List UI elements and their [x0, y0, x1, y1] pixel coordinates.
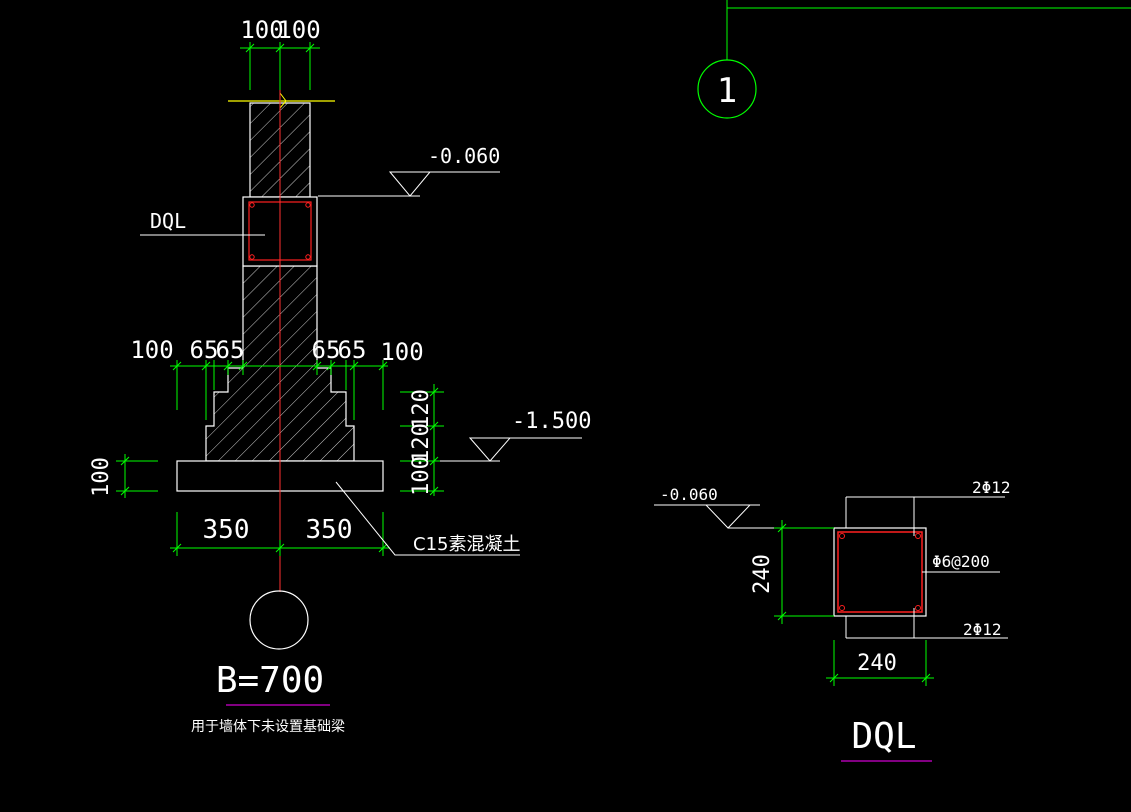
dim-base-left: 350 — [203, 515, 250, 545]
dim-base — [170, 512, 390, 556]
dim-width-label: 240 — [857, 651, 897, 676]
grid-axis-number: 1 — [717, 71, 737, 111]
section-bubble — [249, 590, 309, 650]
dim-top-left: 100 — [240, 16, 283, 44]
elev-bottom-label: -1.500 — [512, 409, 591, 434]
dim-vert-3: 100 — [409, 456, 434, 496]
break-mark — [279, 92, 287, 109]
bottom-bars-label: 2Φ12 — [963, 620, 1002, 639]
footing-section — [176, 50, 384, 650]
rebar-dot — [305, 202, 311, 208]
material-leader — [335, 481, 520, 556]
dim-height-label: 240 — [750, 554, 775, 594]
grid-bubble — [697, 59, 757, 119]
material-label: C15素混凝土 — [413, 534, 520, 555]
dim-step-left-3: 65 — [216, 336, 245, 364]
elev-marker-top — [318, 171, 500, 197]
beam-tag: DQL — [150, 209, 186, 233]
rebar-dot — [249, 254, 255, 260]
dim-step-left-1: 100 — [130, 336, 173, 364]
rebar-dot — [839, 533, 845, 539]
detail-title: DQL — [851, 716, 916, 757]
dim-height — [774, 520, 834, 624]
rebar-dot — [249, 202, 255, 208]
dim-step-right-3: 100 — [380, 338, 423, 366]
dim-step-left-2: 65 — [190, 336, 219, 364]
elev-marker-right — [654, 504, 834, 529]
elev-top-label: -0.060 — [428, 144, 500, 168]
stirrup-label: Φ6@200 — [932, 552, 990, 571]
rebar-dot — [915, 605, 921, 611]
dim-vert-2: 120 — [409, 423, 434, 463]
dql-stirrup — [837, 531, 923, 613]
elev-right-label: -0.060 — [660, 485, 718, 504]
dim-vert-1: 120 — [409, 389, 434, 429]
rebar-dot — [915, 533, 921, 539]
section-subtitle: 用于墙体下未设置基础梁 — [191, 718, 345, 735]
dim-step-right-1: 65 — [312, 336, 341, 364]
rebar-dot — [839, 605, 845, 611]
dim-step-right-2: 65 — [338, 336, 367, 364]
dim-base-right: 350 — [306, 515, 353, 545]
section-title: B=700 — [216, 660, 324, 701]
rebar-dot — [305, 254, 311, 260]
dql-detail — [833, 496, 1008, 639]
grid-axis-1: 1 — [697, 0, 1131, 119]
dim-top-right: 100 — [277, 16, 320, 44]
top-bars-label: 2Φ12 — [972, 478, 1011, 497]
dim-pad-left — [116, 454, 158, 498]
elev-marker-bottom — [440, 437, 582, 462]
dim-vertical-right — [400, 384, 444, 496]
dim-steps — [170, 360, 388, 420]
dql-outline — [833, 527, 927, 617]
dim-pad-left-label: 100 — [89, 457, 114, 497]
dim-width — [826, 640, 934, 686]
dim-top — [240, 42, 320, 90]
